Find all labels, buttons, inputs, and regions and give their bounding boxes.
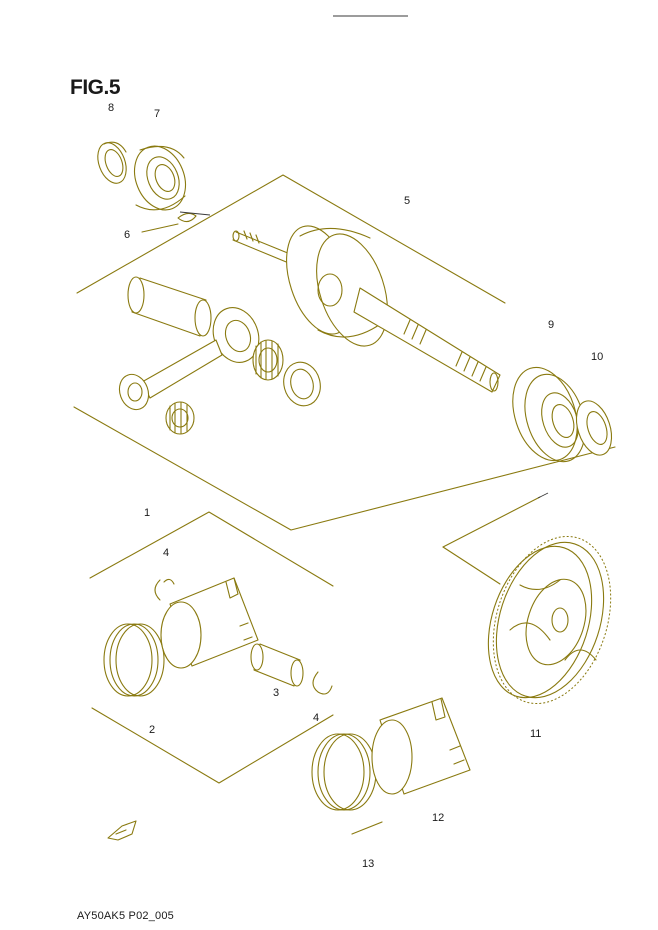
gear-leader [442,496,541,548]
callout-4-bottom: 4 [313,712,320,724]
crankshaft-group-outline [76,174,506,304]
crankshaft-part [232,225,501,393]
callout-2: 2 [149,724,156,736]
callout-11: 11 [530,728,542,740]
oil-seal-part [97,141,127,184]
callout-12: 12 [432,812,445,824]
crankshaft-group-outline-lower [73,406,616,531]
callout-1: 1 [144,507,151,519]
gear-group-outline [442,546,501,585]
ring-leader-13 [351,821,383,835]
piston-pin-part [250,643,304,687]
big-end-needle-bearing-part [252,339,284,381]
woodruff-key-part [141,212,197,233]
oversize-piston-rings-part [311,733,377,811]
callout-9: 9 [548,319,555,331]
figure-title: FIG.5 [70,76,121,99]
right-oil-seal-part [575,400,613,456]
small-end-needle-bearing-part [165,401,195,435]
callout-6: 6 [124,229,131,241]
piston-group-outline [89,511,334,587]
callout-8: 8 [108,102,115,114]
callout-7: 7 [154,108,161,120]
front-direction-arrow-icon [107,820,137,841]
callout-13: 13 [362,858,375,870]
circlip-part [154,579,333,695]
callout-4-top: 4 [163,547,170,559]
callout-5: 5 [404,195,411,207]
thrust-washer-part [283,361,321,407]
driven-gear-part [487,535,612,705]
left-bearing-part [133,145,187,211]
connecting-rod-part [118,307,260,411]
callout-3: 3 [273,687,280,699]
crank-pin-part [127,276,212,337]
piston-rings-part [103,623,165,697]
callout-10: 10 [591,351,604,363]
diagram-code: AY50AK5 P02_005 [77,910,174,922]
piston-group-outline-lower [91,707,334,784]
piston-part [160,577,259,669]
oversize-piston-part [371,697,471,795]
